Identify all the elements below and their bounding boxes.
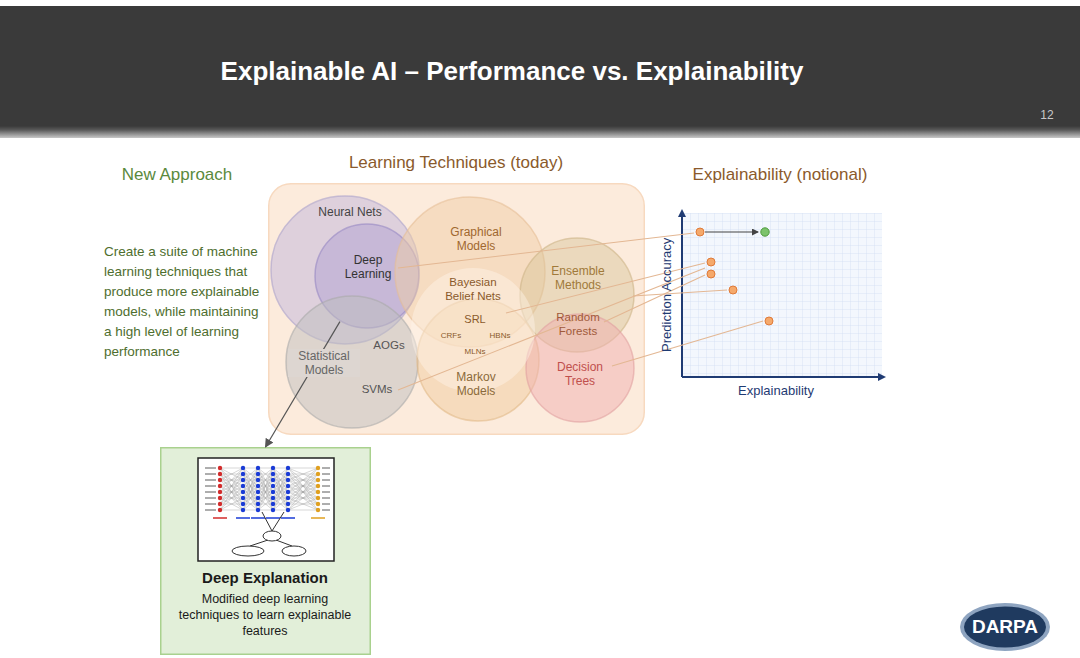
node-heading: Decision Trees (548, 360, 612, 389)
network-picture-frame (198, 458, 334, 561)
section-heading: New Approach (122, 165, 233, 185)
axis-label: Explainability (738, 383, 814, 399)
node-heading: Statistical Models (288, 349, 360, 378)
chart-grid (682, 213, 882, 377)
approach-box: Deep ExplanationModified deep learning t… (160, 447, 371, 655)
page-number: 12 (1040, 108, 1053, 122)
logo-ground (964, 607, 1046, 648)
improvement-arrow (705, 231, 758, 232)
technique-label: SRL (464, 313, 485, 326)
technique-circle: Statistical Models (285, 295, 419, 429)
technique-label: HBNs (490, 331, 511, 341)
network-picture (205, 466, 330, 518)
chart-heading: Explainability (notional) (693, 165, 868, 185)
target-dot (761, 228, 769, 236)
node-heading: Graphical Models (439, 225, 513, 254)
technique-panel-outline (268, 183, 645, 435)
node-heading: Markov Models (446, 370, 506, 399)
slide-title: Explainable AI – Performance vs. Explain… (221, 56, 804, 87)
node-body: Modified deep learning techniques to lea… (170, 591, 360, 639)
technique-label: SVMs (362, 383, 393, 397)
chart-dots (696, 228, 773, 325)
logo-text: DARPA (972, 616, 1038, 639)
node-heading: Neural Nets (318, 205, 381, 219)
technique-label: AOGs (373, 339, 404, 353)
technique-label: Random Forests (547, 311, 609, 339)
axis-label: Prediction Accuracy (659, 238, 675, 352)
logo-ring (960, 603, 1050, 651)
approach-box-outline (160, 447, 371, 655)
technique-circle: Neural NetsDeep Learning (270, 195, 420, 345)
technique-label: CRFs (441, 331, 461, 341)
technique-label: Bayesian Belief Nets (434, 276, 512, 304)
technique-circle: Deep Learning (314, 223, 420, 329)
node-heading: Learning Techniques (today) (349, 153, 563, 173)
node-heading: Ensemble Methods (542, 264, 614, 293)
chart-ground (682, 213, 882, 377)
node-heading: Deep Learning (336, 253, 400, 282)
connector-arrow (266, 322, 340, 447)
technique-label: MLNs (465, 347, 486, 357)
y-axis (681, 211, 683, 377)
network-ellipses (232, 512, 306, 556)
x-axis (682, 376, 884, 378)
leader-lines (398, 233, 763, 390)
technique-panel: Learning Techniques (today)Neural NetsDe… (268, 183, 645, 435)
body-text: Create a suite of machine learning techn… (104, 242, 262, 362)
node-heading: Deep Explanation (202, 569, 328, 587)
